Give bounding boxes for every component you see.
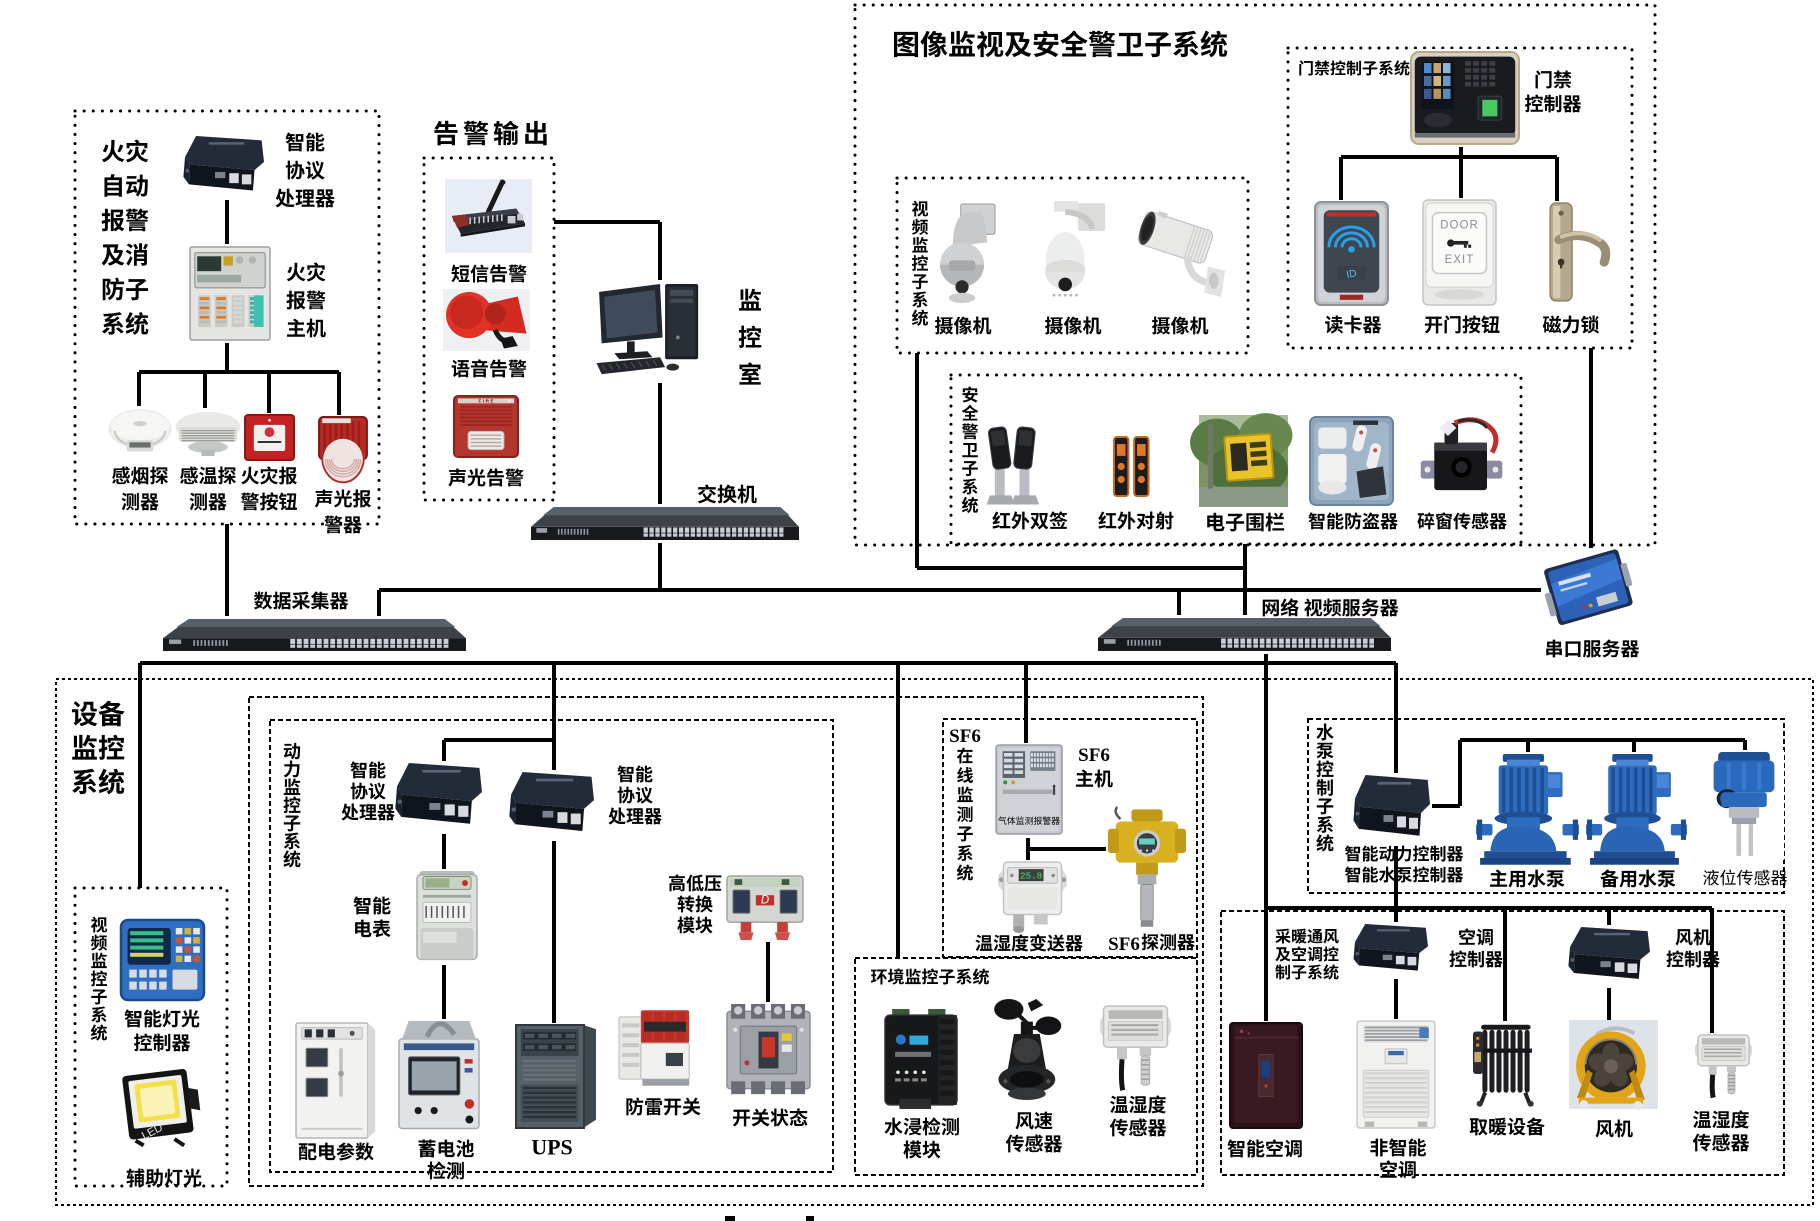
svg-text:25.8: 25.8 (1020, 871, 1042, 882)
svg-text:DOOR: DOOR (1440, 219, 1479, 231)
svg-text:SF6: SF6 (1078, 745, 1110, 766)
svg-text:D: D (761, 895, 769, 907)
svg-text:ID: ID (1345, 268, 1357, 281)
svg-text:SF6: SF6 (1108, 934, 1140, 955)
svg-text:SF6: SF6 (949, 726, 981, 747)
svg-text:UPS: UPS (531, 1135, 573, 1160)
svg-text:●: ● (268, 417, 272, 424)
svg-text:F I R E: F I R E (478, 398, 494, 404)
svg-text:EXIT: EXIT (1445, 254, 1475, 266)
